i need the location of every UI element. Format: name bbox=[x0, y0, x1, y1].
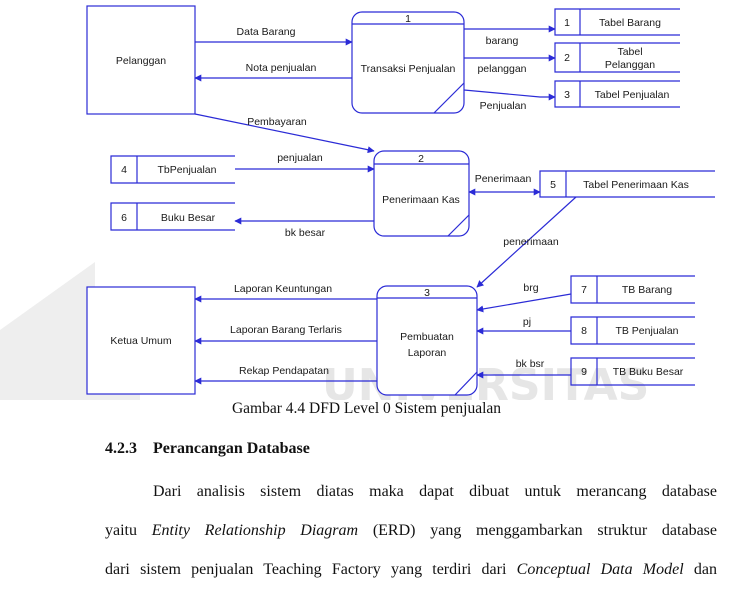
process-label: Pembuatan bbox=[400, 331, 454, 343]
process-number: 1 bbox=[405, 13, 411, 25]
flow-label: barang bbox=[486, 35, 519, 47]
process-number: 3 bbox=[424, 287, 430, 299]
store-5: 5 Tabel Penerimaan Kas bbox=[539, 170, 715, 198]
store-label: Tabel bbox=[617, 46, 642, 58]
store-7: 7 TB Barang bbox=[570, 275, 695, 304]
store-label: Tabel Penjualan bbox=[595, 89, 670, 101]
store-number: 9 bbox=[581, 366, 587, 378]
paragraph-text: Dari analisis sistem diatas maka dapat d… bbox=[153, 483, 717, 500]
flow-brg bbox=[476, 293, 572, 313]
store-3: 3 Tabel Penjualan bbox=[554, 80, 680, 108]
dfd-diagram: UNIVERSITAS Pelanggan Ketua Umum 1 Trans… bbox=[0, 5, 715, 400]
figure-caption: Gambar 4.4 DFD Level 0 Sistem penjualan bbox=[231, 400, 502, 417]
process-1: 1 Transaksi Penjualan bbox=[351, 11, 465, 114]
flow-label: pelanggan bbox=[477, 63, 526, 75]
store-number: 8 bbox=[581, 325, 587, 337]
paragraph-term-cdm: Conceptual Data Model bbox=[516, 561, 684, 578]
section-title: Perancangan Database bbox=[153, 440, 310, 457]
paragraph-text: (ERD) yang menggambarkan struktur databa… bbox=[358, 522, 718, 539]
flow-label: Laporan Keuntungan bbox=[234, 283, 332, 295]
store-6: 6 Buku Besar bbox=[110, 202, 235, 231]
store-4: 4 TbPenjualan bbox=[110, 155, 235, 184]
store-number: 7 bbox=[581, 284, 587, 296]
store-number: 2 bbox=[564, 52, 570, 64]
flow-label: Penjualan bbox=[480, 100, 527, 112]
section-number: 4.2.3 bbox=[105, 440, 137, 457]
flow-label: Pembayaran bbox=[247, 116, 307, 128]
process-label: Penerimaan Kas bbox=[382, 194, 460, 206]
store-label: Buku Besar bbox=[161, 212, 216, 224]
store-number: 6 bbox=[121, 212, 127, 224]
store-label: TB Barang bbox=[622, 284, 672, 296]
flow-label: penerimaan bbox=[503, 236, 559, 248]
process-3: 3 Pembuatan Laporan bbox=[376, 285, 478, 396]
store-1: 1 Tabel Barang bbox=[554, 8, 680, 36]
store-label: Pelanggan bbox=[605, 59, 655, 71]
store-8: 8 TB Penjualan bbox=[570, 316, 695, 345]
store-number: 3 bbox=[564, 89, 570, 101]
store-number: 1 bbox=[564, 17, 570, 29]
paragraph-text: dan bbox=[683, 561, 717, 578]
process-label: Transaksi Penjualan bbox=[361, 63, 456, 75]
process-number: 2 bbox=[418, 153, 424, 165]
store-number: 5 bbox=[550, 179, 556, 191]
flow-label: Data Barang bbox=[237, 26, 296, 38]
external-label: Ketua Umum bbox=[110, 335, 172, 347]
paragraph-line-3: dari sistem penjualan Teaching Factory y… bbox=[105, 561, 717, 579]
store-label: TB Penjualan bbox=[615, 325, 678, 337]
section-heading: 4.2.3 Perancangan Database bbox=[105, 440, 310, 458]
flow-label: penjualan bbox=[277, 152, 323, 164]
store-9: 9 TB Buku Besar bbox=[570, 357, 695, 386]
watermark-text: UNIVERSITAS bbox=[322, 360, 649, 400]
external-pelanggan: Pelanggan bbox=[86, 5, 196, 115]
store-label: Tabel Barang bbox=[599, 17, 661, 29]
process-2: 2 Penerimaan Kas bbox=[373, 150, 470, 237]
store-number: 4 bbox=[121, 164, 127, 176]
process-label: Laporan bbox=[408, 347, 447, 359]
flow-label: Nota penjualan bbox=[246, 62, 317, 74]
paragraph-line-1: Dari analisis sistem diatas maka dapat d… bbox=[105, 483, 717, 501]
store-2: 2 Tabel Pelanggan bbox=[554, 42, 680, 73]
flow-label: bk besar bbox=[285, 227, 326, 239]
watermark-logo-icon bbox=[0, 262, 140, 400]
flow-label: Laporan Barang Terlaris bbox=[230, 324, 342, 336]
flow-label: brg bbox=[523, 282, 538, 294]
flow-penerimaan-2 bbox=[476, 196, 577, 288]
store-label: TbPenjualan bbox=[158, 164, 217, 176]
flow-pembayaran bbox=[194, 113, 375, 154]
external-ketua-umum: Ketua Umum bbox=[86, 286, 196, 395]
paragraph-text: yaitu bbox=[105, 522, 152, 539]
flow-label: bk bsr bbox=[516, 358, 545, 370]
store-label: Tabel Penerimaan Kas bbox=[583, 179, 689, 191]
flow-label: pj bbox=[523, 316, 531, 328]
store-label: TB Buku Besar bbox=[613, 366, 684, 378]
external-label: Pelanggan bbox=[116, 55, 166, 67]
flow-label: Penerimaan bbox=[475, 173, 532, 185]
flow-penjualan bbox=[463, 89, 556, 101]
paragraph-term-erd: Entity Relationship Diagram bbox=[151, 522, 359, 539]
paragraph-line-2: yaitu Entity Relationship Diagram (ERD) … bbox=[105, 522, 717, 540]
paragraph-text: dari sistem penjualan Teaching Factory y… bbox=[105, 561, 517, 578]
flow-label: Rekap Pendapatan bbox=[239, 365, 329, 377]
